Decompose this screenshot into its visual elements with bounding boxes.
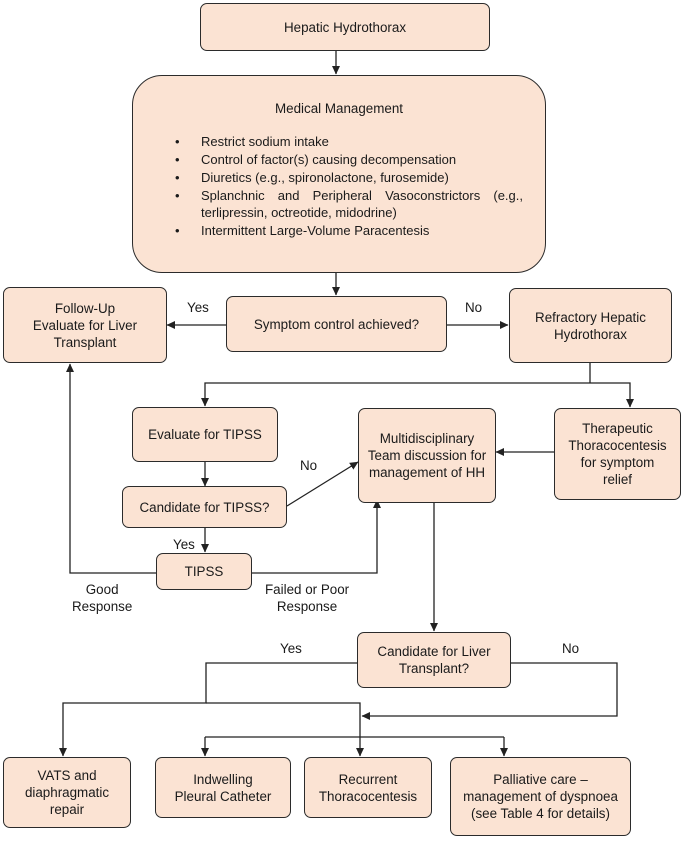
node-evaluate-tipss-label: Evaluate for TIPSS	[148, 427, 262, 442]
mm-item-diuretics: Diuretics (e.g., spironolactone, furosem…	[175, 170, 523, 187]
node-indwelling-catheter: Indwelling Pleural Catheter	[155, 757, 291, 818]
node-vats-label: VATS and diaphragmatic repair	[24, 768, 110, 817]
node-candidate-liver-label: Candidate for Liver Transplant?	[377, 644, 491, 676]
edge-candliver-yes	[59, 662, 357, 757]
node-recurrent-label: Recurrent Thoracocentesis	[318, 771, 418, 804]
node-medical-management: Medical Management Restrict sodium intak…	[132, 75, 546, 273]
mm-item-vasoconstrictors: Splanchnic and Peripheral Vasoconstricto…	[175, 188, 523, 221]
edge-label-no-liver: No	[562, 641, 580, 656]
node-tipss-label: TIPSS	[184, 564, 224, 579]
node-evaluate-tipss: Evaluate for TIPSS	[132, 407, 278, 462]
mm-item-paracentesis: Intermittent Large-Volume Paracentesis	[175, 223, 523, 240]
edge-yes-to-merge	[206, 702, 361, 716]
node-candidate-liver-transplant: Candidate for Liver Transplant?	[357, 632, 511, 688]
node-hepatic-hydrothorax: Hepatic Hydrothorax	[200, 3, 490, 51]
edge-label-yes-symptom: Yes	[187, 300, 209, 315]
mm-item-decompensation: Control of factor(s) causing decompensat…	[175, 152, 523, 169]
edge-split-to-evaluate-tipss	[201, 382, 590, 407]
edge-tipss-to-followup	[66, 363, 156, 574]
node-candidate-tipss: Candidate for TIPSS?	[122, 486, 287, 528]
node-refractory-label: Refractory Hepatic Hydrothorax	[535, 309, 646, 342]
node-refractory: Refractory Hepatic Hydrothorax	[509, 288, 672, 363]
node-palliative-care: Palliative care – management of dyspnoea…	[450, 757, 631, 836]
edge-candtipss-to-mdt	[286, 461, 359, 507]
node-vats: VATS and diaphragmatic repair	[3, 757, 131, 828]
edge-label-no-tipss: No	[300, 458, 318, 473]
edge-candliver-no	[361, 662, 618, 720]
edge-label-yes-tipss: Yes	[173, 537, 195, 552]
node-candidate-tipss-label: Candidate for TIPSS?	[139, 499, 270, 515]
edge-label-no-symptom: No	[465, 300, 483, 315]
edge-tipss-to-mdt	[252, 499, 381, 574]
node-indwelling-label: Indwelling Pleural Catheter	[174, 771, 272, 804]
node-mdt: Multidisciplinary Team discussion for ma…	[358, 408, 496, 503]
node-follow-up: Follow-Up Evaluate for Liver Transplant	[3, 287, 167, 363]
edge-label-yes-liver: Yes	[280, 641, 302, 656]
node-follow-up-label: Follow-Up Evaluate for Liver Transplant	[32, 300, 138, 350]
edge-label-failed-response: Failed or Poor Response	[265, 582, 350, 614]
edge-split-to-therapeutic	[590, 382, 634, 408]
node-recurrent-thoracocentesis: Recurrent Thoracocentesis	[304, 757, 432, 818]
node-tipss: TIPSS	[156, 553, 252, 590]
node-mdt-label: Multidisciplinary Team discussion for ma…	[367, 431, 487, 480]
node-hepatic-hydrothorax-label: Hepatic Hydrothorax	[283, 19, 407, 35]
edge-label-good-response: Good Response	[72, 582, 133, 614]
medical-management-list: Restrict sodium intake Control of factor…	[175, 134, 523, 241]
mm-item-sodium: Restrict sodium intake	[175, 134, 523, 151]
medical-management-title: Medical Management	[274, 101, 404, 116]
node-therapeutic-thoracocentesis: Therapeutic Thoracocentesis for symptom …	[554, 408, 681, 500]
node-palliative-label: Palliative care – management of dyspnoea…	[463, 772, 618, 821]
node-symptom-control: Symptom control achieved?	[226, 296, 447, 352]
node-therapeutic-label: Therapeutic Thoracocentesis for symptom …	[568, 421, 667, 487]
node-symptom-control-label: Symptom control achieved?	[253, 316, 420, 332]
